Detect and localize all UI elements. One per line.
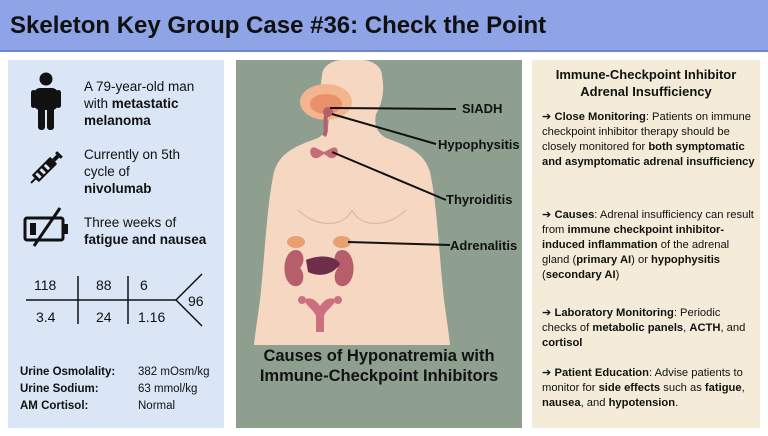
low-battery-icon [23, 207, 68, 247]
lab-bicarbonate: 24 [96, 309, 112, 325]
lab-sodium: 118 [34, 277, 57, 293]
body-illustration [254, 60, 457, 345]
pituitary-icon [323, 107, 333, 117]
lab-bun: 6 [140, 277, 148, 293]
arrow-icon: ➔ [542, 367, 552, 379]
label-hypophysitis: Hypophysitis [438, 137, 520, 152]
kidney-left-icon [284, 250, 304, 287]
treatment-description: Currently on 5th cycle of nivolumab [84, 147, 181, 196]
summary-heading: Immune-Checkpoint Inhibitor Adrenal Insu… [555, 67, 737, 99]
lab-value-urine-osm: 382 mOsm/kg [138, 366, 210, 378]
label-thyroiditis: Thyroiditis [446, 192, 513, 207]
patient-description: A 79-year-old man with metastatic melano… [84, 79, 195, 128]
summary-panel [532, 60, 760, 428]
lab-value-urine-na: 63 mmol/kg [138, 383, 198, 395]
section-patient-education: ➔ Patient Education: Advise patients to … [542, 367, 745, 409]
person-icon [31, 72, 61, 130]
section-close-monitoring: ➔ Close Monitoring: Patients on immune c… [542, 111, 755, 168]
syringe-icon [30, 151, 63, 184]
adrenal-right-icon [333, 236, 351, 248]
arrow-icon: ➔ [542, 209, 552, 221]
lab-label-urine-osm: Urine Osmolality: [20, 366, 116, 378]
kidney-right-icon [334, 250, 354, 287]
arrow-icon: ➔ [542, 111, 552, 123]
pancreas-icon [306, 256, 340, 275]
lab-label-urine-na: Urine Sodium: [20, 383, 99, 395]
body-silhouette [254, 60, 450, 345]
section-lab-monitoring: ➔ Laboratory Monitoring: Periodic checks… [542, 307, 746, 349]
lab-label-cortisol: AM Cortisol: [20, 400, 89, 412]
uterus-icon [304, 298, 336, 332]
lab-value-cortisol: Normal [138, 400, 176, 412]
label-adrenalitis: Adrenalitis [450, 238, 518, 253]
label-siadh: SIADH [462, 101, 503, 116]
adrenal-left-icon [287, 236, 305, 248]
section-causes: ➔ Causes: Adrenal insufficiency can resu… [542, 209, 754, 281]
page-title: Skeleton Key Group Case #36: Check the P… [10, 12, 547, 39]
lab-potassium: 3.4 [36, 309, 56, 325]
chem-panel-fishbone [26, 273, 203, 327]
lab-chloride: 88 [96, 277, 112, 293]
anatomy-caption: Causes of Hyponatremia with Immune-Check… [259, 347, 499, 385]
title-bar [0, 0, 768, 52]
symptom-description: Three weeks of fatigue and nausea [84, 215, 207, 247]
lab-creatinine: 1.16 [138, 309, 166, 325]
arrow-icon: ➔ [542, 307, 552, 319]
lab-glucose: 96 [188, 293, 204, 309]
thyroid-icon [310, 147, 338, 159]
